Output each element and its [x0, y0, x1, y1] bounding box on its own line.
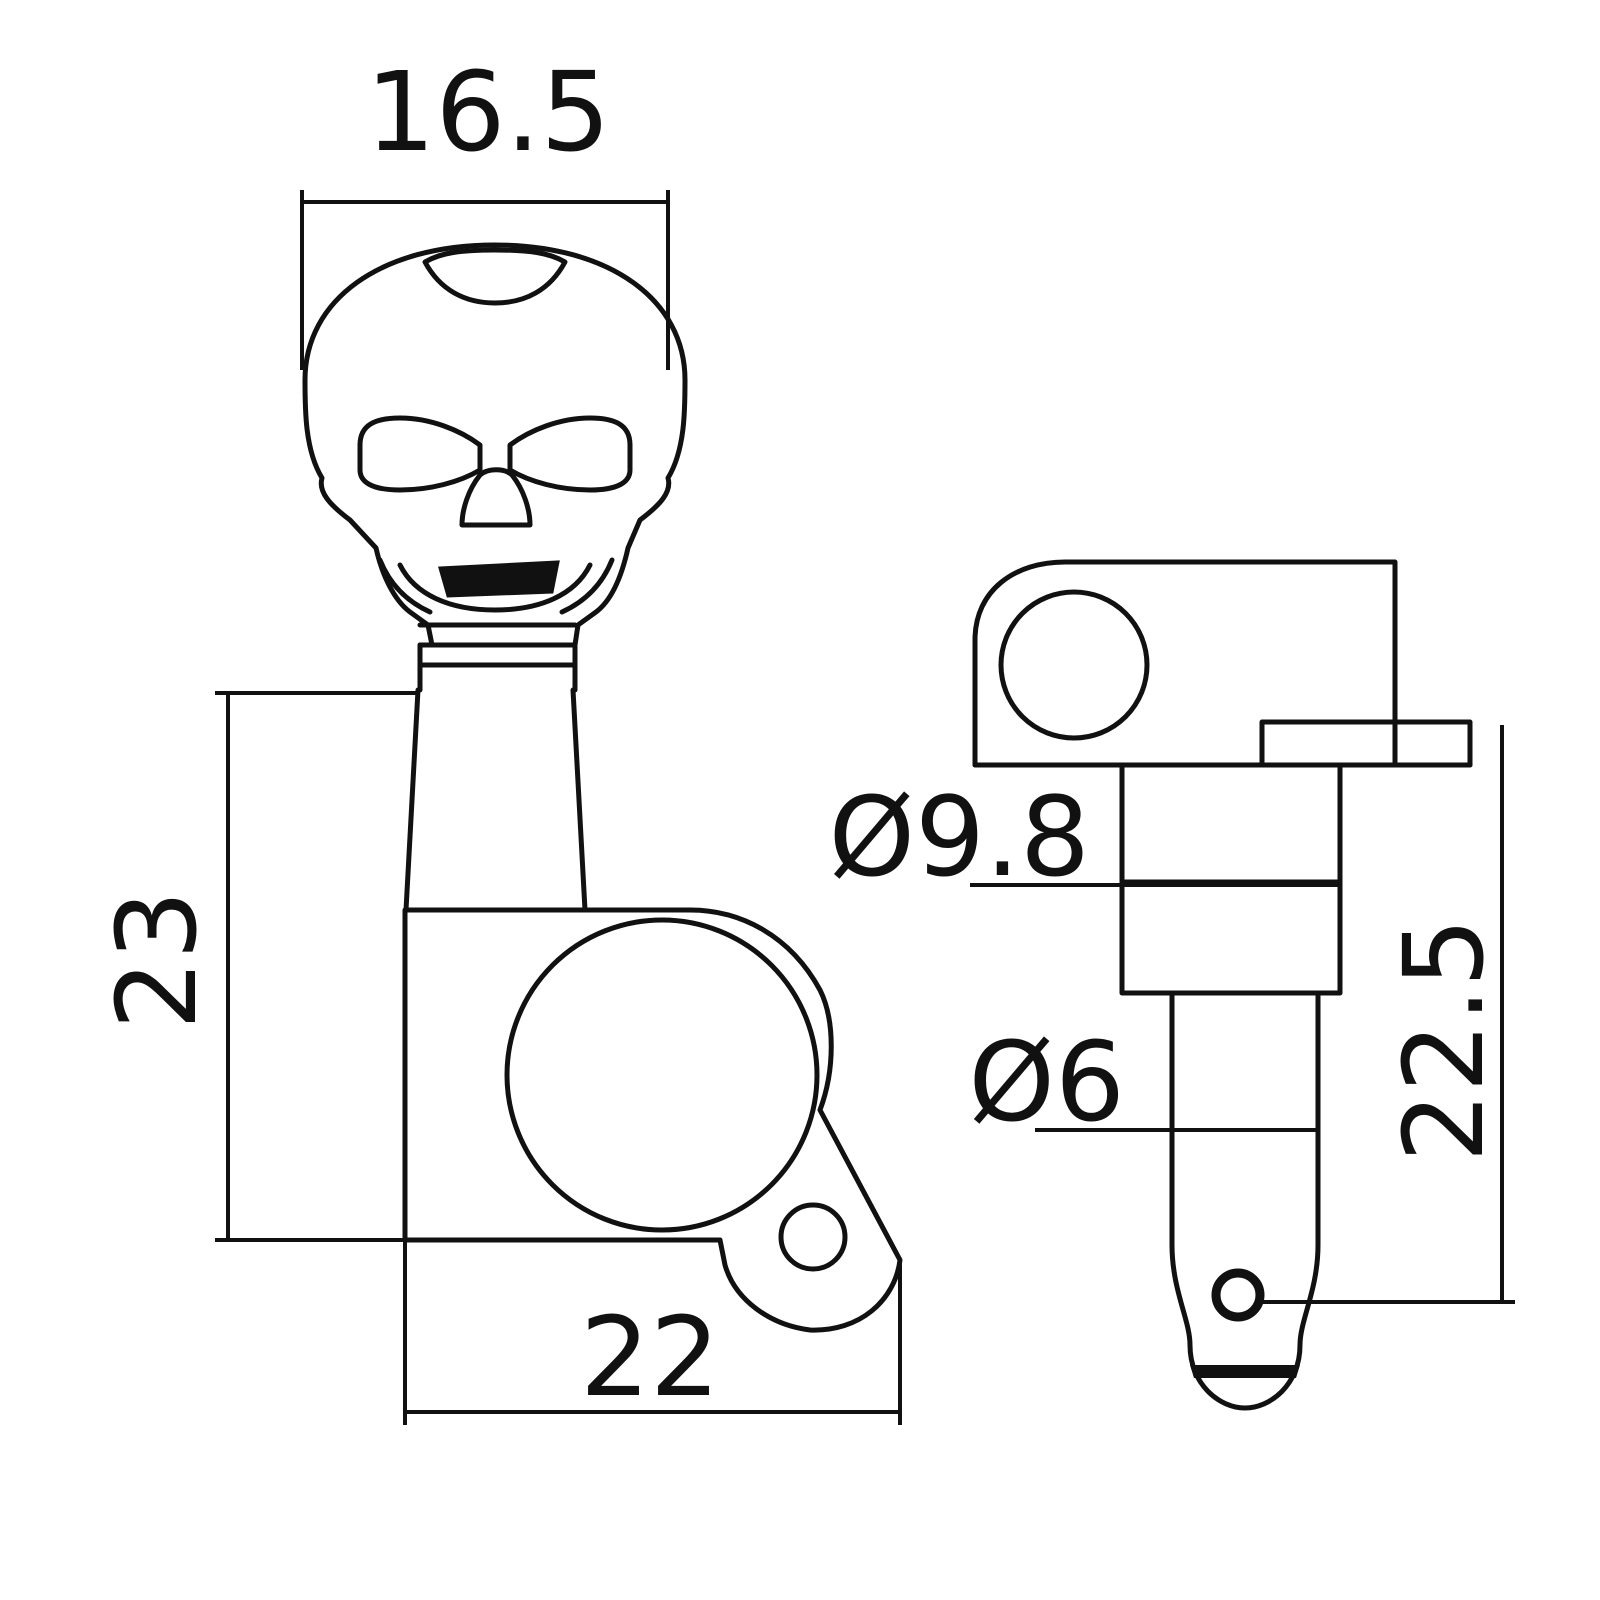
side-housing-plate [972, 559, 1398, 768]
skull-outline [302, 242, 688, 648]
side-post-end-band [1190, 1365, 1300, 1378]
dim-label-post-height: 22.5 [1380, 918, 1508, 1163]
dim-label-body-height: 23 [93, 890, 221, 1030]
dim-post-diameter: Ø6 [968, 1018, 1318, 1146]
side-bushing [1119, 762, 1343, 996]
knob-shaft [403, 687, 588, 913]
skull-jaw-right [559, 557, 615, 615]
tuner-housing [402, 907, 903, 1333]
skull-knob [302, 242, 688, 648]
side-housing-hole [998, 589, 1150, 741]
dim-bushing-diameter: Ø9.8 [828, 773, 1340, 901]
skull-left-eye [357, 415, 483, 493]
dim-label-post-diameter: Ø6 [968, 1018, 1125, 1146]
skull-nose [459, 467, 533, 528]
side-string-hole [1211, 1268, 1265, 1322]
skull-crown-notch [422, 247, 568, 306]
dim-label-bushing-diameter: Ø9.8 [828, 773, 1090, 901]
skull-jaw-left [377, 557, 433, 615]
dim-knob-width: 16.5 [300, 48, 670, 370]
knob-collar [417, 622, 578, 693]
side-flange [1259, 719, 1473, 768]
dim-body-width: 22 [403, 1240, 902, 1425]
side-view: Ø9.8 Ø6 22.5 [828, 559, 1515, 1411]
dim-label-body-width: 22 [580, 1293, 720, 1421]
side-string-post [1169, 990, 1321, 1411]
dim-body-height: 23 [93, 691, 418, 1242]
mounting-screw-hole [778, 1202, 848, 1272]
dim-label-knob-width: 16.5 [366, 48, 611, 176]
dim-post-height: 22.5 [1262, 725, 1515, 1304]
skull-right-eye [507, 415, 633, 493]
gear-cap-circle [504, 917, 820, 1233]
front-view: 16.5 23 22 [93, 48, 903, 1425]
skull-teeth [438, 560, 560, 598]
skull-mouth-outline [397, 562, 593, 613]
